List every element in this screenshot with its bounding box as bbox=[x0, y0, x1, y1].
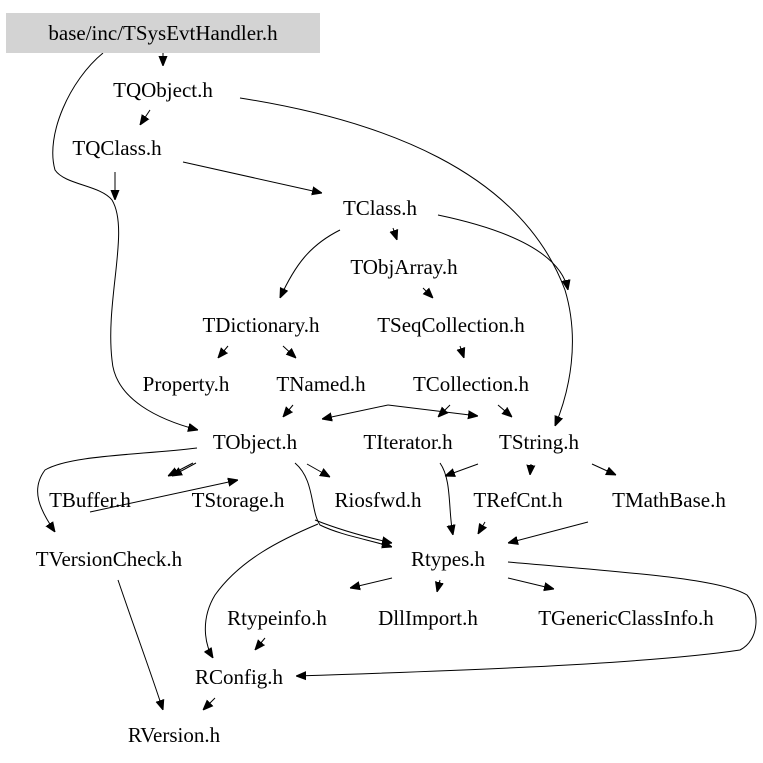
edge-tseqcollection-to-tcollection bbox=[460, 345, 464, 358]
edge-tcollection-to-titerator bbox=[438, 404, 451, 417]
edge-rtypes-to-rtypeinfo bbox=[350, 577, 393, 588]
node-rconfig[interactable]: RConfig.h bbox=[195, 665, 284, 689]
node-label: TIterator.h bbox=[363, 430, 453, 454]
edge-tobject-to-tstorage bbox=[172, 462, 197, 476]
edge-tmathbase-to-rtypes bbox=[508, 521, 589, 543]
node-tqclass[interactable]: TQClass.h bbox=[72, 136, 162, 160]
node-tqobject[interactable]: TQObject.h bbox=[113, 78, 213, 102]
node-label: TNamed.h bbox=[276, 372, 366, 396]
edge-rtypeinfo-to-rconfig bbox=[255, 637, 266, 650]
edge-titerator-to-rtypes bbox=[439, 462, 453, 535]
edge-rtypes-to-dllimport bbox=[437, 579, 440, 592]
node-label: TRefCnt.h bbox=[473, 488, 563, 512]
edge-rconfig-to-rversion bbox=[203, 697, 216, 710]
node-rtypes[interactable]: Rtypes.h bbox=[411, 547, 486, 571]
edge-tstring-to-riosfwd bbox=[445, 463, 479, 476]
node-tseqcollection[interactable]: TSeqCollection.h bbox=[377, 313, 525, 337]
edge-tstring-to-trefcnt bbox=[530, 463, 531, 475]
node-label: TQClass.h bbox=[72, 136, 162, 160]
root-node-box bbox=[6, 13, 320, 53]
edge-trefcnt-to-rtypes bbox=[478, 521, 485, 534]
node-tstring[interactable]: TString.h bbox=[499, 430, 579, 454]
edge-tqclass-to-tclass bbox=[182, 161, 322, 193]
node-label: TMathBase.h bbox=[612, 488, 726, 512]
edge-tobject-to-tversioncheck bbox=[37, 447, 198, 532]
edge-tcollection-to-tobject bbox=[322, 404, 389, 419]
edge-tnamed-to-tstring bbox=[387, 404, 478, 416]
root-node[interactable]: base/inc/TSysEvtHandler.h bbox=[6, 13, 320, 53]
node-rversion[interactable]: RVersion.h bbox=[128, 723, 221, 747]
node-label: TSeqCollection.h bbox=[377, 313, 525, 337]
node-tobjarray[interactable]: TObjArray.h bbox=[350, 255, 458, 279]
edge-root-to-tobject bbox=[52, 52, 198, 430]
node-tgenericclassinfo[interactable]: TGenericClassInfo.h bbox=[538, 606, 714, 630]
node-tstorage[interactable]: TStorage.h bbox=[192, 488, 285, 512]
edge-tqobject-to-tqclass bbox=[140, 109, 151, 125]
node-tcollection[interactable]: TCollection.h bbox=[413, 372, 530, 396]
edge-riosfwd-to-rconfig bbox=[205, 523, 319, 658]
edge-tobject-to-tbuffer bbox=[168, 462, 194, 476]
node-label: base/inc/TSysEvtHandler.h bbox=[48, 21, 278, 45]
node-label: RConfig.h bbox=[195, 665, 284, 689]
node-label: TObjArray.h bbox=[350, 255, 458, 279]
node-label: TQObject.h bbox=[113, 78, 213, 102]
node-trefcnt[interactable]: TRefCnt.h bbox=[473, 488, 563, 512]
node-tnamed[interactable]: TNamed.h bbox=[276, 372, 366, 396]
node-titerator[interactable]: TIterator.h bbox=[363, 430, 453, 454]
edge-tclass-to-tstring bbox=[437, 214, 568, 290]
node-tobject[interactable]: TObject.h bbox=[213, 430, 298, 454]
node-label: DllImport.h bbox=[378, 606, 478, 630]
edge-rtypes-to-rconfig bbox=[296, 561, 757, 676]
node-label: TObject.h bbox=[213, 430, 298, 454]
node-label: RVersion.h bbox=[128, 723, 221, 747]
node-label: Riosfwd.h bbox=[335, 488, 422, 512]
edge-tdictionary-to-tnamed bbox=[282, 345, 296, 358]
edge-tbuffer-to-tstorage bbox=[89, 480, 238, 513]
edge-tqobject-to-tstring bbox=[239, 97, 573, 426]
node-label: Property.h bbox=[143, 372, 230, 396]
node-tversioncheck[interactable]: TVersionCheck.h bbox=[36, 547, 183, 571]
nodes-layer: base/inc/TSysEvtHandler.hTQObject.hTQCla… bbox=[6, 13, 726, 747]
edge-rtypes-to-tgenericclassinfo bbox=[507, 577, 554, 589]
edge-tstring-to-tmathbase bbox=[591, 463, 616, 475]
node-property[interactable]: Property.h bbox=[143, 372, 230, 396]
node-rtypeinfo[interactable]: Rtypeinfo.h bbox=[227, 606, 327, 630]
edge-tobject-to-rtypes bbox=[294, 462, 392, 547]
node-label: TString.h bbox=[499, 430, 579, 454]
node-label: TBuffer.h bbox=[49, 488, 131, 512]
edge-tcollection-to-tstring bbox=[497, 404, 512, 417]
node-tbuffer[interactable]: TBuffer.h bbox=[49, 488, 131, 512]
edge-tstorage-to-rtypes bbox=[314, 519, 392, 543]
edge-tclass-to-tobjarray bbox=[393, 227, 397, 240]
node-label: Rtypeinfo.h bbox=[227, 606, 327, 630]
edges-layer bbox=[37, 52, 757, 710]
node-dllimport[interactable]: DllImport.h bbox=[378, 606, 478, 630]
node-label: TVersionCheck.h bbox=[36, 547, 183, 571]
edge-tclass-to-tdictionary bbox=[280, 229, 341, 298]
node-tclass[interactable]: TClass.h bbox=[343, 196, 418, 220]
node-tmathbase[interactable]: TMathBase.h bbox=[612, 488, 726, 512]
node-label: TDictionary.h bbox=[202, 313, 320, 337]
node-label: TStorage.h bbox=[192, 488, 285, 512]
edge-tversioncheck-to-rversion bbox=[117, 579, 163, 710]
node-riosfwd[interactable]: Riosfwd.h bbox=[335, 488, 422, 512]
node-tdictionary[interactable]: TDictionary.h bbox=[202, 313, 320, 337]
node-label: TClass.h bbox=[343, 196, 418, 220]
node-label: TCollection.h bbox=[413, 372, 530, 396]
edge-tnamed-to-tobject bbox=[283, 404, 294, 417]
node-label: TGenericClassInfo.h bbox=[538, 606, 714, 630]
edge-tobject-to-riosfwd bbox=[306, 463, 330, 477]
node-label: Rtypes.h bbox=[411, 547, 486, 571]
edge-tobjarray-to-tseqcollection bbox=[423, 288, 433, 298]
edge-tdictionary-to-property bbox=[218, 345, 229, 358]
